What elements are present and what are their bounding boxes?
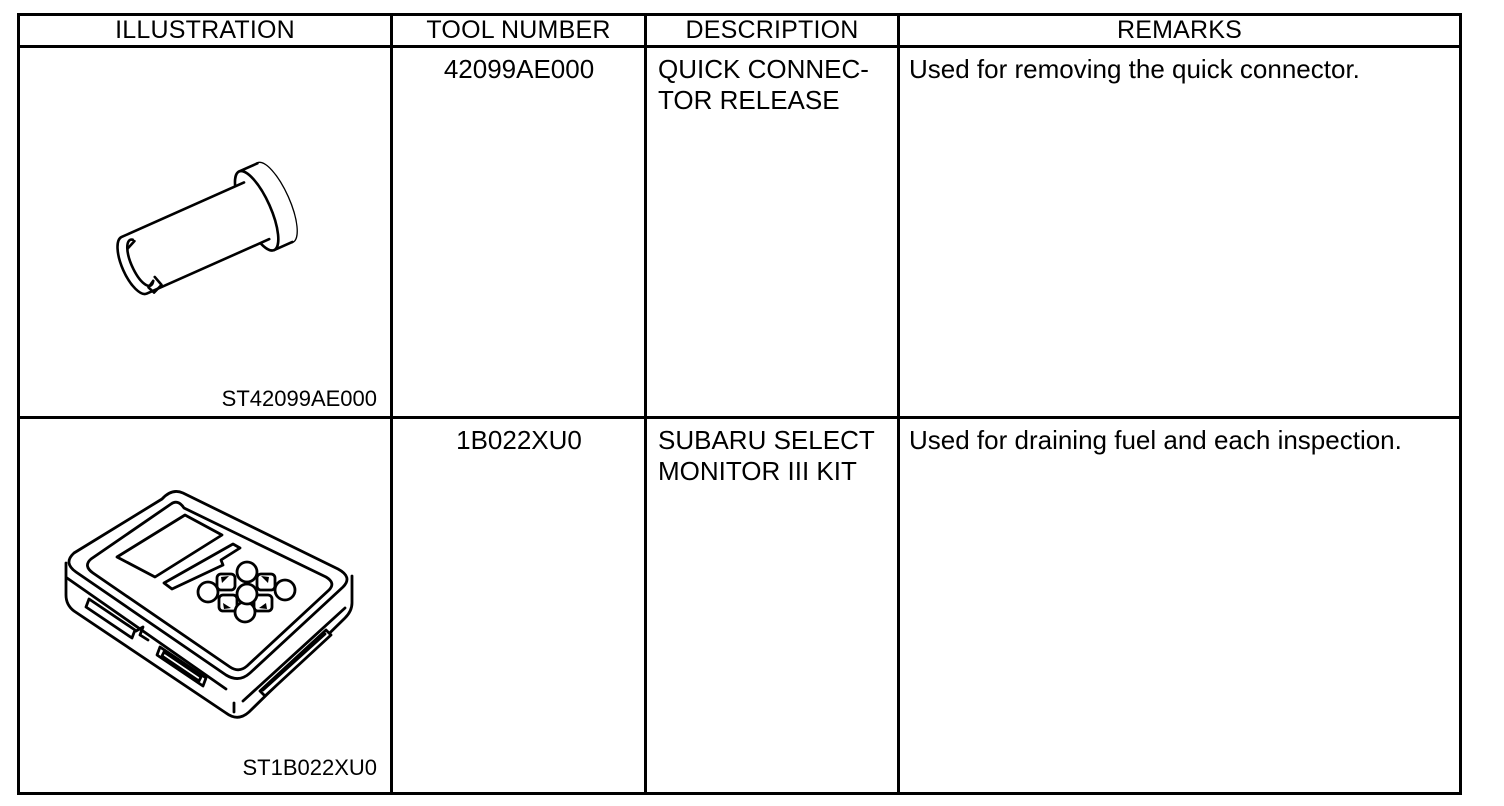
col-header-tool-number: TOOL NUMBER — [393, 16, 647, 48]
remarks-cell: Used for removing the quick connector. — [900, 48, 1459, 419]
tool-number-cell: 42099AE000 — [393, 48, 647, 419]
illustration-cell-select-monitor: ST1B022XU0 — [20, 419, 393, 792]
quick-connector-release-tool-drawing — [116, 161, 298, 296]
illustration-caption: ST1B022XU0 — [242, 755, 377, 780]
col-header-description: DESCRIPTION — [647, 16, 900, 48]
description-cell: SUBARU SELECT MONITOR III KIT — [647, 419, 900, 792]
col-header-illustration: ILLUSTRATION — [20, 16, 393, 48]
tool-number-cell: 1B022XU0 — [393, 419, 647, 792]
select-monitor-device-drawing — [64, 490, 354, 719]
col-header-remarks: REMARKS — [900, 16, 1459, 48]
illustration-caption: ST42099AE000 — [221, 386, 377, 411]
remarks-cell: Used for draining fuel and each inspecti… — [900, 419, 1459, 792]
description-cell: QUICK CONNEC- TOR RELEASE — [647, 48, 900, 419]
special-tools-table: ILLUSTRATION TOOL NUMBER DESCRIPTION REM… — [17, 13, 1462, 795]
illustration-cell-quick-connector-release: ST42099AE000 — [20, 48, 393, 419]
